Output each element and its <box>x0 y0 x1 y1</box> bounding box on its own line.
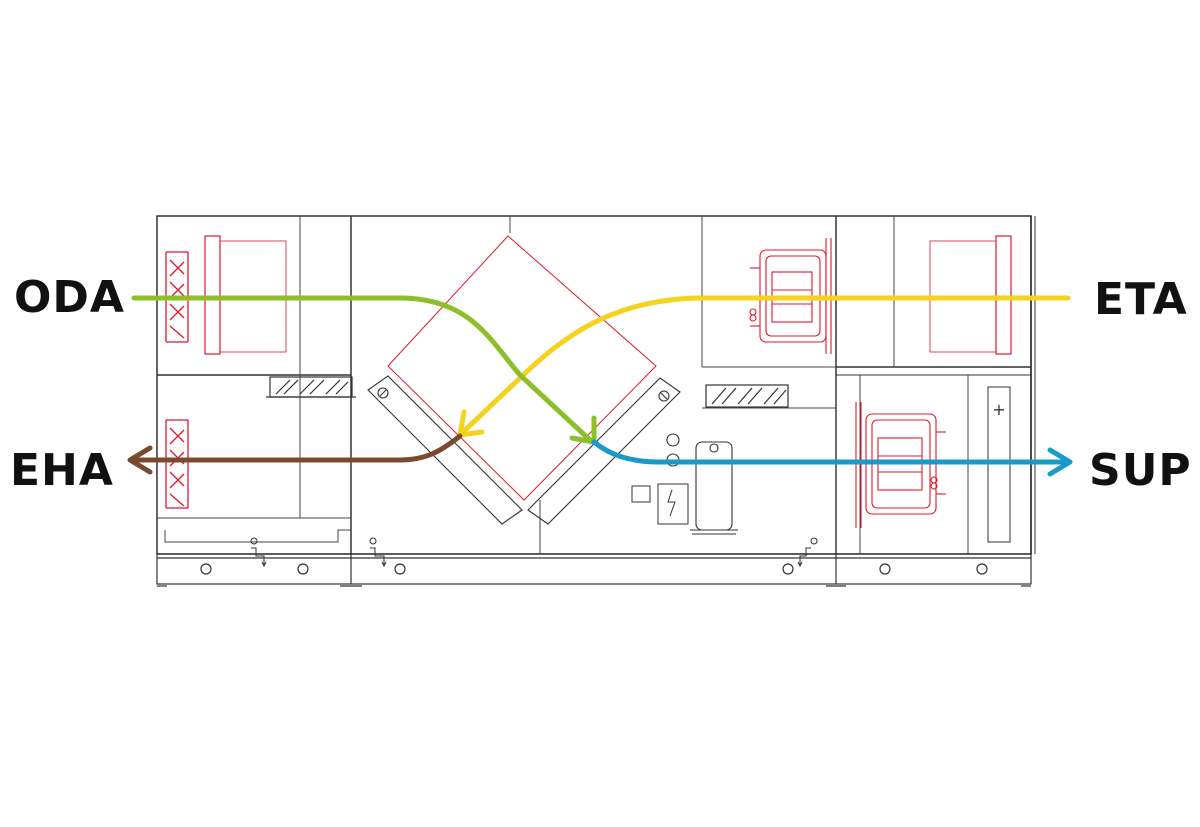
eha-label: EHA <box>10 445 114 496</box>
interior-partitions <box>157 216 969 554</box>
base-frame <box>156 553 1032 587</box>
condensate-drain-icon <box>250 537 818 568</box>
oda-flow-path <box>131 295 593 443</box>
damper-icon <box>165 419 189 509</box>
sup-flow-path <box>591 439 1069 465</box>
filter-icon <box>204 235 287 355</box>
oda-label: ODA <box>14 272 125 323</box>
exchanger-side-plates <box>367 375 681 525</box>
heater-plus-symbol: + <box>992 400 1005 419</box>
eha-arrowhead <box>127 445 153 475</box>
eta-flow-path <box>459 295 1071 436</box>
eta-label: ETA <box>1094 274 1188 325</box>
cross-flow-heat-exchanger-icon <box>387 235 657 501</box>
unit-housing <box>156 215 1036 555</box>
eha-flow-path <box>131 433 463 463</box>
filter-icon <box>929 235 1012 355</box>
sup-arrowhead <box>1047 447 1073 477</box>
sup-label: SUP <box>1089 445 1192 496</box>
damper-icon <box>705 384 789 408</box>
damper-icon <box>266 376 356 398</box>
fan-icon <box>855 402 946 528</box>
electric-panel-icon <box>631 483 689 525</box>
compressor-icon <box>666 433 738 535</box>
